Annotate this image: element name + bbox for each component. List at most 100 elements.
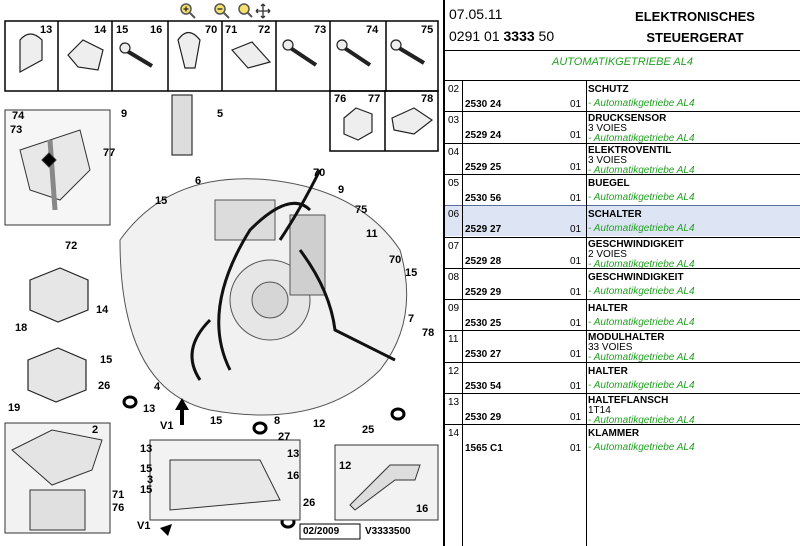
callout-16: 16 xyxy=(150,24,163,36)
part-reference: 2530 25 xyxy=(465,318,502,330)
callout: 8 xyxy=(274,415,281,427)
callout: V1 xyxy=(160,420,174,432)
part-application: - Automatikgetriebe AL4 xyxy=(588,415,695,426)
part-name: GESCHWINDIGKEIT xyxy=(588,271,684,283)
callout: 9 xyxy=(338,184,345,196)
row-index: 11 xyxy=(448,334,459,346)
diagram-drawing xyxy=(4,20,439,540)
part-name: GESCHWINDIGKEIT xyxy=(588,238,684,250)
callout-77: 77 xyxy=(368,93,381,105)
part-name: HALTER xyxy=(588,303,628,315)
part-reference: 2530 56 xyxy=(465,192,502,204)
callout: 15 xyxy=(210,415,223,427)
callout-73: 73 xyxy=(314,24,327,36)
part-reference: 2530 24 xyxy=(465,99,502,110)
callout: 27 xyxy=(278,431,291,443)
section-subtitle: AUTOMATIKGETRIEBE AL4 xyxy=(552,56,693,68)
row-index: 14 xyxy=(448,428,460,440)
part-quantity: 01 xyxy=(570,286,582,298)
part-application: - Automatikgetriebe AL4 xyxy=(588,285,695,297)
callout-15: 15 xyxy=(116,24,129,36)
part-detail: 1T14 xyxy=(588,405,611,416)
callout: 77 xyxy=(103,147,116,159)
row-index: 08 xyxy=(448,271,460,283)
part-quantity: 01 xyxy=(570,130,582,142)
row-index: 12 xyxy=(448,365,460,377)
part-reference: 2529 25 xyxy=(465,161,502,173)
part-detail: 3 VOIES xyxy=(588,154,627,166)
column-separator xyxy=(586,80,587,546)
part-reference: 2530 27 xyxy=(465,349,502,361)
pan-icon[interactable] xyxy=(236,1,272,21)
row-index: 03 xyxy=(448,115,460,127)
parts-row[interactable]: 08 2529 29 01 GESCHWINDIGKEIT - Automatikget… xyxy=(445,267,800,299)
callout: 15 xyxy=(155,195,168,207)
callout: 15 xyxy=(100,354,113,366)
callout: 13 xyxy=(287,448,300,460)
callout: 13 xyxy=(143,403,156,415)
part-reference: 2529 27 xyxy=(465,224,502,236)
header-separator xyxy=(445,50,800,51)
part-application: - Automatikgetriebe AL4 xyxy=(588,352,695,364)
part-application: - Automatikgetriebe AL4 xyxy=(588,442,695,454)
callout: 9 xyxy=(121,108,128,120)
callout: 26 xyxy=(98,380,111,392)
part-name: MODULHALTER xyxy=(588,332,665,344)
part-name: ELEKTROVENTIL xyxy=(588,144,672,156)
callout-13: 13 xyxy=(40,24,53,36)
part-application: - Automatikgetriebe AL4 xyxy=(588,223,695,235)
part-quantity: 01 xyxy=(570,255,582,267)
row-index: 02 xyxy=(448,84,460,95)
row-index: 06 xyxy=(448,209,460,221)
callout: 74 xyxy=(12,110,25,122)
row-index: 09 xyxy=(448,303,460,315)
row-index: 07 xyxy=(448,240,460,252)
part-application: - Automatikgetriebe AL4 xyxy=(588,258,695,270)
row-index: 05 xyxy=(448,177,460,189)
callout: 13 xyxy=(140,443,153,455)
callout: 15 xyxy=(405,267,418,279)
part-reference: 2530 54 xyxy=(465,380,502,392)
callout: 72 xyxy=(65,240,78,252)
part-reference: 2529 29 xyxy=(465,286,502,298)
callout: 16 xyxy=(416,503,429,515)
callout: 26 xyxy=(303,497,316,509)
part-name: HALTEFLANSCH xyxy=(588,395,669,406)
part-application: - Automatikgetriebe AL4 xyxy=(588,379,695,391)
zoom-in-icon[interactable] xyxy=(178,1,198,21)
callout-71: 71 xyxy=(225,24,238,36)
part-detail: 33 VOIES xyxy=(588,342,633,354)
zoom-out-icon[interactable] xyxy=(212,1,232,21)
part-quantity: 01 xyxy=(570,224,582,236)
callout: 73 xyxy=(10,124,23,136)
diagram-reference: V3333500 xyxy=(365,526,411,537)
callout-75: 75 xyxy=(421,24,434,36)
parts-panel: 07.05.11 0291 01 3333 50 ELEKTRONISCHES … xyxy=(445,0,800,546)
part-quantity: 01 xyxy=(570,318,582,330)
callout: 76 xyxy=(112,502,125,514)
callout: 5 xyxy=(217,108,224,120)
part-quantity: 01 xyxy=(570,412,582,423)
part-name: SCHUTZ xyxy=(588,84,629,95)
callout: 16 xyxy=(287,470,300,482)
part-application: - Automatikgetriebe AL4 xyxy=(588,191,695,203)
column-separator xyxy=(462,80,463,546)
part-quantity: 01 xyxy=(570,192,582,204)
part-quantity: 01 xyxy=(570,161,582,173)
part-reference: 1565 C1 xyxy=(465,443,503,455)
part-application: - Automatikgetriebe AL4 xyxy=(588,98,695,109)
callout: 19 xyxy=(8,402,21,414)
exploded-diagram[interactable]: 13 14 15 16 70 71 72 73 74 75 76 77 78 7… xyxy=(0,0,443,546)
part-application: - Automatikgetriebe AL4 xyxy=(588,164,695,176)
